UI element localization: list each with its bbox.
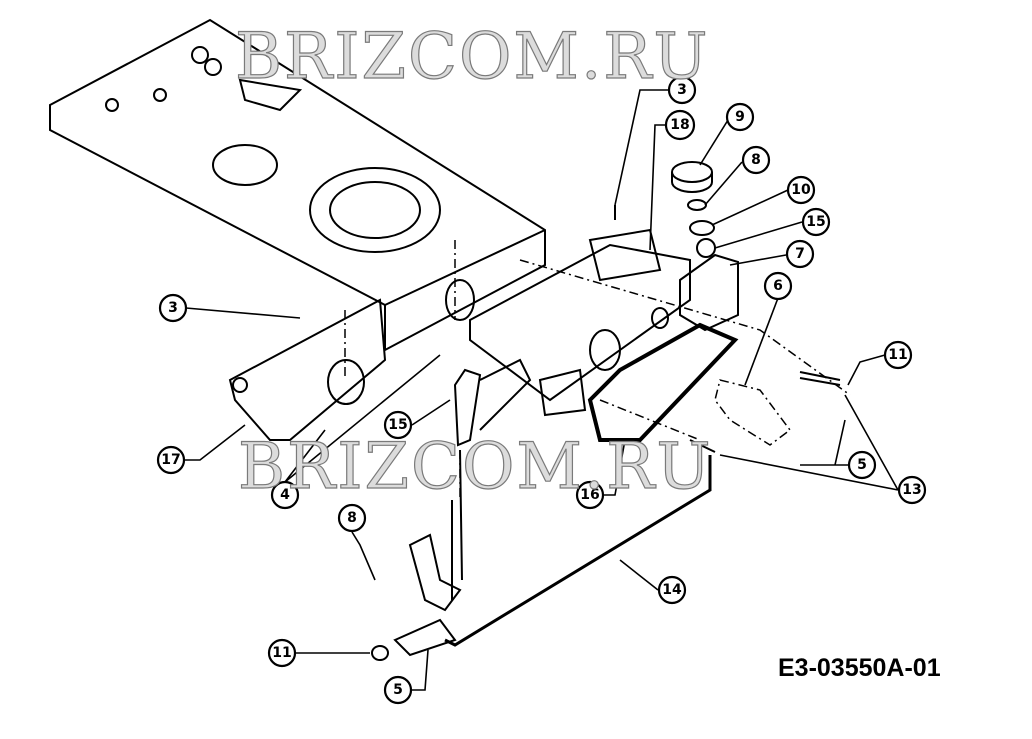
axle-plate <box>587 322 739 442</box>
watermark-bottom: BRIZCOM.RU <box>237 429 713 504</box>
svg-text:14: 14 <box>662 582 682 598</box>
svg-text:8: 8 <box>751 152 761 168</box>
svg-text:8: 8 <box>347 510 357 526</box>
spindle-stack <box>614 161 716 258</box>
svg-text:15: 15 <box>806 214 825 230</box>
pivot-pin <box>689 439 716 453</box>
svg-text:3: 3 <box>168 300 178 316</box>
svg-text:9: 9 <box>735 109 745 125</box>
callout-4: 4 <box>270 480 300 510</box>
svg-text:5: 5 <box>857 457 867 473</box>
callout-16: 16 <box>575 480 605 510</box>
steering-arm-hidden <box>714 379 792 446</box>
svg-text:18: 18 <box>670 117 689 133</box>
callout-3-top: 3 <box>667 75 697 105</box>
svg-text:16: 16 <box>580 487 599 503</box>
callout-10: 10 <box>786 175 816 205</box>
svg-text:13: 13 <box>902 482 921 498</box>
washer-11 <box>371 645 389 661</box>
lower-arm <box>393 618 457 657</box>
callout-11-bottom: 11 <box>267 638 297 668</box>
frame-deck <box>49 18 546 352</box>
callout-15-top: 15 <box>801 207 831 237</box>
cross-member <box>469 228 691 402</box>
svg-text:3: 3 <box>677 82 687 98</box>
svg-text:4: 4 <box>280 487 290 503</box>
watermark-top: BRIZCOM.RU <box>234 19 710 94</box>
steering-link <box>453 358 532 447</box>
callout-13: 13 <box>897 475 927 505</box>
svg-text:11: 11 <box>888 347 907 363</box>
svg-text:5: 5 <box>393 682 403 698</box>
lower-bracket <box>408 533 462 612</box>
svg-text:6: 6 <box>773 278 783 294</box>
spindle-bracket <box>679 253 739 332</box>
leader-lines <box>184 89 899 691</box>
callout-8-bottom: 8 <box>337 503 367 533</box>
callout-6: 6 <box>763 271 793 301</box>
pivot-bolt <box>799 371 841 386</box>
callout-3-left: 3 <box>158 293 188 323</box>
callout-14: 14 <box>657 575 687 605</box>
callout-17: 17 <box>156 445 186 475</box>
callout-5-bottom: 5 <box>383 675 413 705</box>
callout-15-mid: 15 <box>383 410 413 440</box>
svg-text:17: 17 <box>161 452 180 468</box>
drawing-code: E3-03550A-01 <box>778 654 941 682</box>
callout-8-top: 8 <box>741 145 771 175</box>
callout-9: 9 <box>725 102 755 132</box>
callout-7: 7 <box>785 239 815 269</box>
svg-text:7: 7 <box>795 246 805 262</box>
callout-18: 18 <box>664 109 696 141</box>
front-bracket <box>538 368 587 417</box>
callout-5-right: 5 <box>847 450 877 480</box>
svg-text:11: 11 <box>272 645 291 661</box>
callout-11-right: 11 <box>883 340 913 370</box>
center-lines <box>344 240 851 500</box>
left-side-plate <box>228 298 387 441</box>
svg-text:15: 15 <box>388 417 407 433</box>
svg-text:10: 10 <box>791 182 811 198</box>
